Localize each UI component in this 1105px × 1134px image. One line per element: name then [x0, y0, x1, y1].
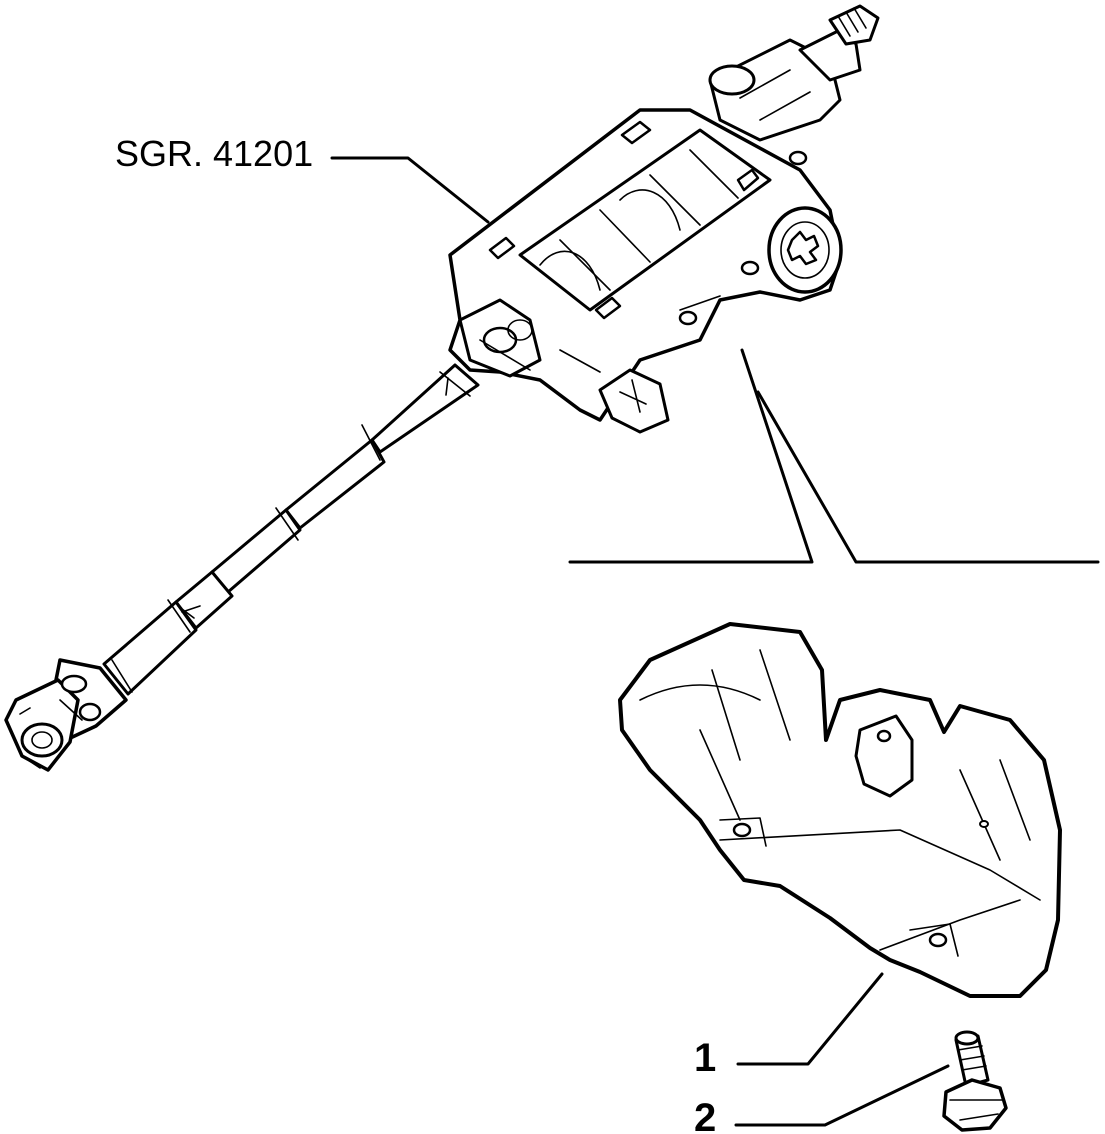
bolt-part-2: [942, 1030, 1008, 1132]
heat-shield-part-1: [618, 622, 1062, 998]
intermediate-shaft: [102, 363, 480, 696]
upper-shaft: [708, 4, 880, 142]
reference-leader-line: [330, 156, 490, 224]
part-1-leader-line: [736, 972, 884, 1066]
reference-label: SGR. 41201: [115, 133, 313, 174]
separator-line-right: [756, 390, 1100, 564]
steering-column-assembly: [4, 4, 880, 772]
column-housing: [448, 108, 842, 434]
separator-line-left: [568, 348, 814, 564]
part-number-2: 2: [694, 1096, 716, 1134]
part-2-leader-line: [734, 1064, 950, 1127]
lower-universal-joint: [4, 658, 128, 772]
ignition-lock-housing: [767, 150, 843, 294]
part-number-1: 1: [694, 1036, 716, 1080]
leader-lines: [330, 156, 1100, 1127]
